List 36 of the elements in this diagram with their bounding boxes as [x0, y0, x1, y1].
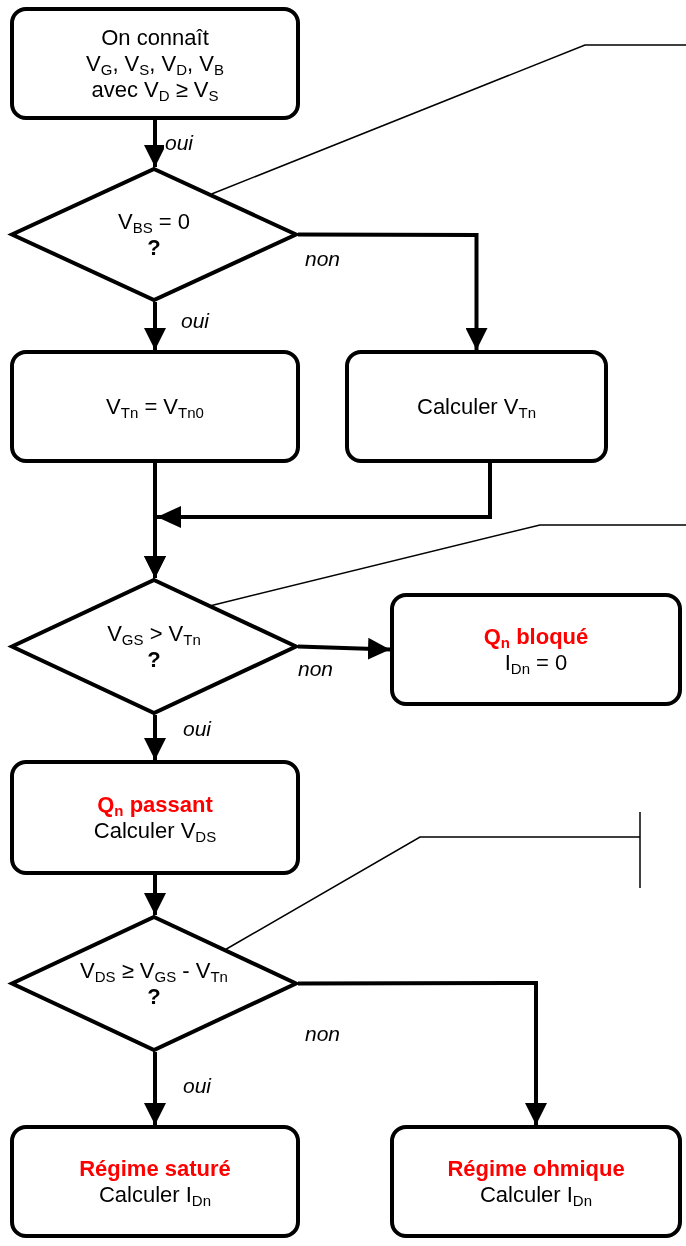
status-heading: Q$_{n}$ bloqué: [483, 623, 589, 650]
arrow: [144, 120, 166, 167]
process-box: [10, 350, 300, 463]
box-text: V$_{G}$, V$_{S}$, V$_{D}$, V$_{B}$ avec V$_{D}$ ≥ V$_{S}$: [85, 50, 225, 103]
box-text: Calculer I$_{Dn}$: [479, 1181, 593, 1208]
process-box: [390, 1125, 682, 1238]
question-mark: ?: [147, 983, 161, 1010]
status-heading: Q$_{n}$ passant: [97, 791, 213, 818]
box-text: V$_{Tn}$ = V$_{Tn0}$: [106, 393, 204, 420]
leader-line: [225, 836, 641, 950]
box-text: I$_{Dn}$ = 0: [504, 649, 568, 676]
box-text: V$_{GS}$ > V$_{Tn}$: [107, 620, 201, 647]
arrow: [144, 1052, 166, 1125]
process-box: [10, 760, 300, 875]
arrow: [298, 981, 547, 1125]
arrow: [297, 637, 391, 660]
box-text: V$_{DS}$ ≥ V$_{GS}$ - V$_{Tn}$: [80, 957, 228, 984]
arrow: [144, 875, 166, 915]
box-text: On connaît: [101, 24, 209, 51]
box-text: Calculer V$_{Tn}$: [417, 393, 536, 420]
process-box: [345, 350, 608, 463]
box-text: Calculer I$_{Dn}$: [98, 1181, 212, 1208]
arrow: [144, 302, 166, 350]
question-mark: ?: [147, 234, 161, 261]
leader-line: [210, 44, 686, 195]
arrow: [298, 232, 488, 350]
arrow: [144, 715, 166, 760]
leader-line: [210, 524, 686, 607]
process-box: [10, 1125, 300, 1238]
box-text: Calculer V$_{DS}$: [93, 817, 217, 844]
process-box: [10, 7, 300, 120]
box-text: V$_{BS}$ = 0: [118, 208, 190, 235]
status-heading: Régime ohmique: [447, 1155, 625, 1182]
question-mark: ?: [147, 646, 161, 673]
status-heading: Régime saturé: [79, 1155, 231, 1182]
process-box: [390, 593, 682, 706]
